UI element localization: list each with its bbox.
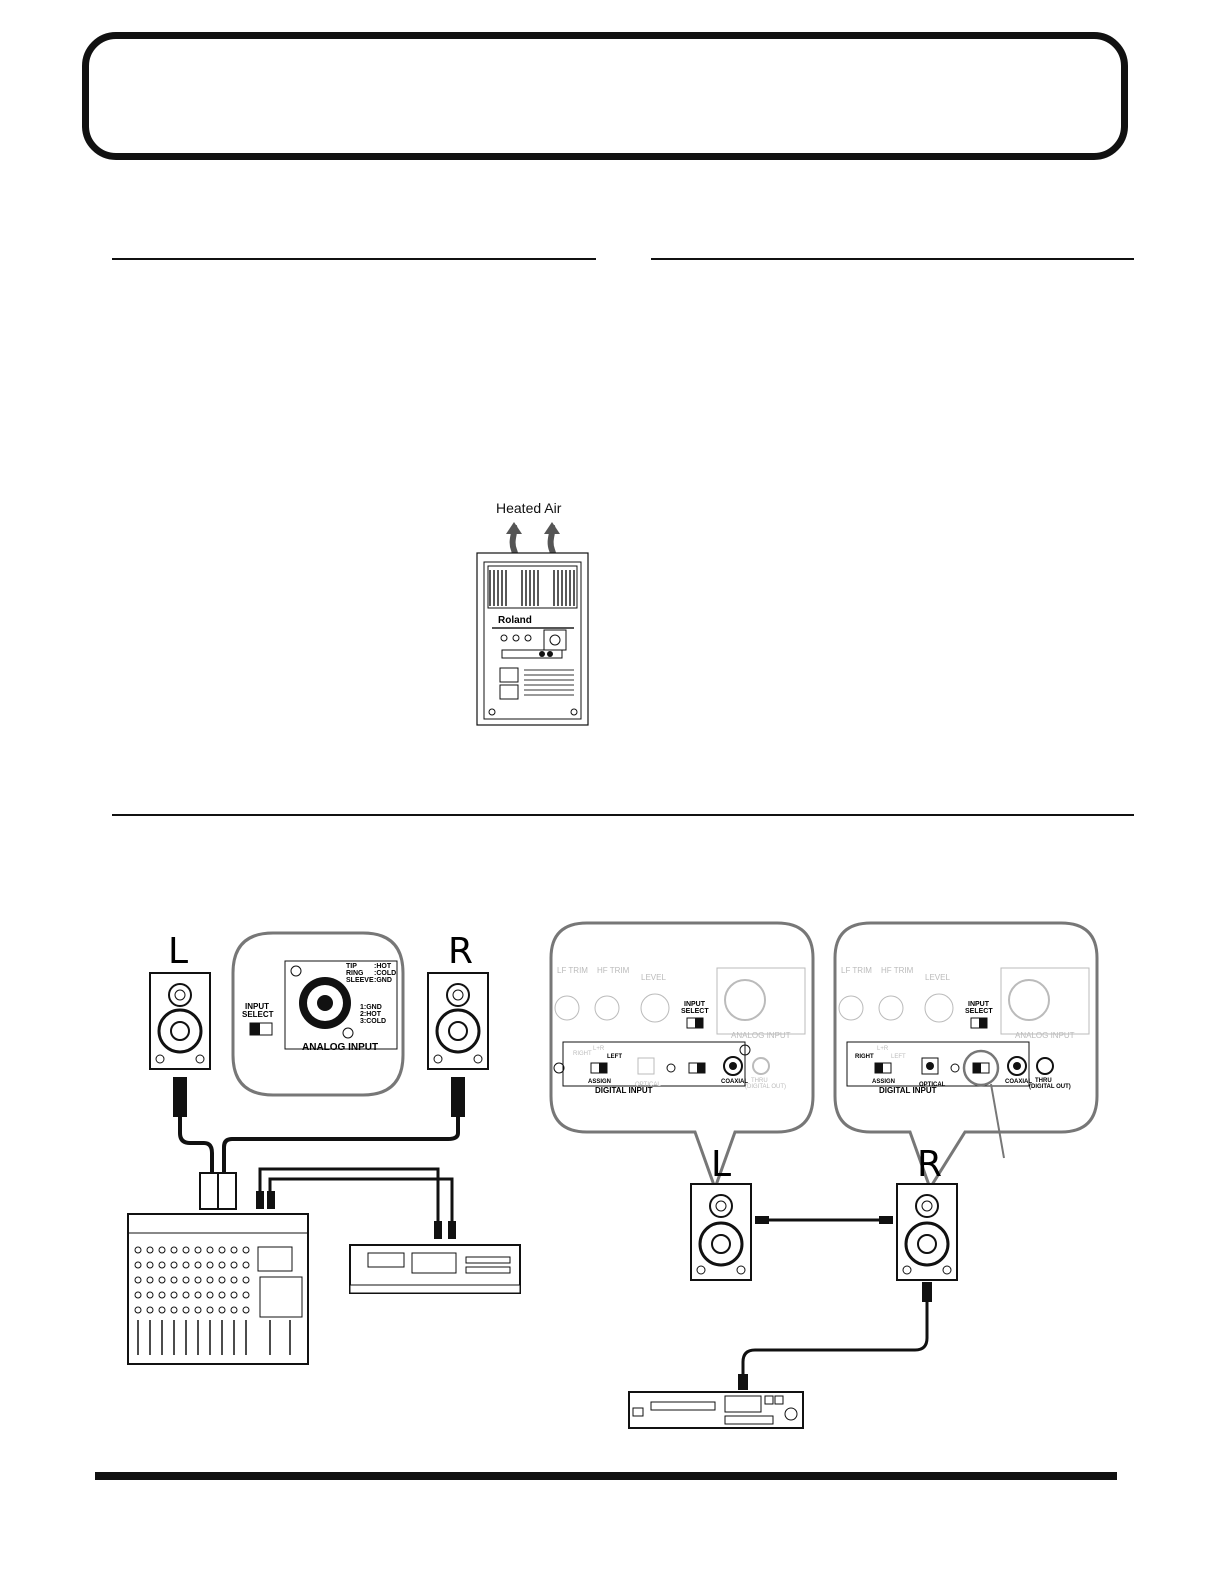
svg-text:LF TRIM: LF TRIM <box>557 966 588 975</box>
svg-text:HF TRIM: HF TRIM <box>597 966 630 975</box>
svg-text:ANALOG INPUT: ANALOG INPUT <box>1015 1031 1075 1040</box>
digital-connection-diagram: LF TRIM HF TRIM LEVEL INPUT SELECT ANALO… <box>549 921 1099 1429</box>
svg-text:1:GND: 1:GND <box>360 1004 382 1011</box>
svg-text:ANALOG INPUT: ANALOG INPUT <box>731 1031 791 1040</box>
svg-text:HF TRIM: HF TRIM <box>881 966 914 975</box>
right-unit-panel: LF TRIM HF TRIM LEVEL INPUT SELECT ANALO… <box>838 966 1090 1159</box>
input-select-label: INPUT <box>245 1002 269 1011</box>
svg-text:SELECT: SELECT <box>242 1010 274 1019</box>
recorder <box>349 1244 521 1294</box>
svg-text:(DIGITAL OUT): (DIGITAL OUT) <box>1029 1084 1071 1090</box>
svg-text::GND: :GND <box>374 977 392 984</box>
roland-logo: Roland <box>498 615 532 626</box>
heated-air-label: Heated Air <box>496 500 562 516</box>
svg-text:LEFT: LEFT <box>891 1054 906 1060</box>
speaker-left <box>690 1183 752 1281</box>
svg-text:INPUT: INPUT <box>684 1001 706 1008</box>
header-frame <box>82 32 1128 160</box>
speaker-left <box>149 972 211 1070</box>
section-rule-connections <box>112 814 1134 816</box>
svg-text:LEFT: LEFT <box>607 1054 622 1060</box>
analog-input-label: ANALOG INPUT <box>302 1042 378 1053</box>
mixer <box>127 1213 309 1365</box>
svg-text:COAXIAL: COAXIAL <box>1005 1079 1032 1085</box>
svg-text:TIP: TIP <box>346 963 357 970</box>
svg-text:SELECT: SELECT <box>965 1008 993 1015</box>
svg-text:(DIGITAL OUT): (DIGITAL OUT) <box>745 1084 786 1090</box>
left-unit-panel: LF TRIM HF TRIM LEVEL INPUT SELECT ANALO… <box>553 966 806 1095</box>
rear-panel-figure: Roland <box>476 522 589 726</box>
svg-text:SELECT: SELECT <box>681 1008 709 1015</box>
svg-text:COAXIAL: COAXIAL <box>721 1079 748 1085</box>
svg-text:ASSIGN: ASSIGN <box>872 1079 895 1085</box>
svg-text:SLEEVE: SLEEVE <box>346 977 374 984</box>
svg-text:DIGITAL INPUT: DIGITAL INPUT <box>879 1086 937 1095</box>
speaker-label-right: R <box>917 1144 942 1185</box>
speaker-right <box>427 972 489 1070</box>
svg-text:RING: RING <box>346 970 364 977</box>
svg-text:DIGITAL INPUT: DIGITAL INPUT <box>595 1086 653 1095</box>
section-rule-left <box>112 258 596 260</box>
svg-text:THRU: THRU <box>1035 1078 1052 1084</box>
svg-text:ASSIGN: ASSIGN <box>588 1079 611 1085</box>
speaker-label-left: L <box>168 931 188 972</box>
svg-text:2:HOT: 2:HOT <box>360 1011 382 1018</box>
svg-text:L+R: L+R <box>593 1046 605 1052</box>
footer-rule <box>95 1472 1117 1480</box>
speaker-right <box>896 1183 958 1281</box>
cd-player <box>628 1391 804 1429</box>
svg-text:RIGHT: RIGHT <box>855 1054 874 1060</box>
svg-text:OPTICAL: OPTICAL <box>919 1082 946 1088</box>
analog-connection-diagram: L R INPUT SELECT TIP RING SLEEVE :HOT :C… <box>127 931 521 1365</box>
svg-text:LEVEL: LEVEL <box>925 973 950 982</box>
speaker-label-left: L <box>711 1144 731 1185</box>
svg-text::HOT: :HOT <box>374 963 392 970</box>
svg-text:INPUT: INPUT <box>968 1001 990 1008</box>
svg-text:LEVEL: LEVEL <box>641 973 666 982</box>
svg-text:OPTICAL: OPTICAL <box>635 1082 661 1088</box>
svg-text:THRU: THRU <box>751 1078 768 1084</box>
svg-text:3:COLD: 3:COLD <box>360 1018 386 1025</box>
svg-text::COLD: :COLD <box>374 970 396 977</box>
section-rule-right <box>651 258 1134 260</box>
svg-text:RIGHT: RIGHT <box>573 1051 592 1057</box>
svg-text:LF TRIM: LF TRIM <box>841 966 872 975</box>
speaker-label-right: R <box>448 931 473 972</box>
svg-text:L+R: L+R <box>877 1046 889 1052</box>
